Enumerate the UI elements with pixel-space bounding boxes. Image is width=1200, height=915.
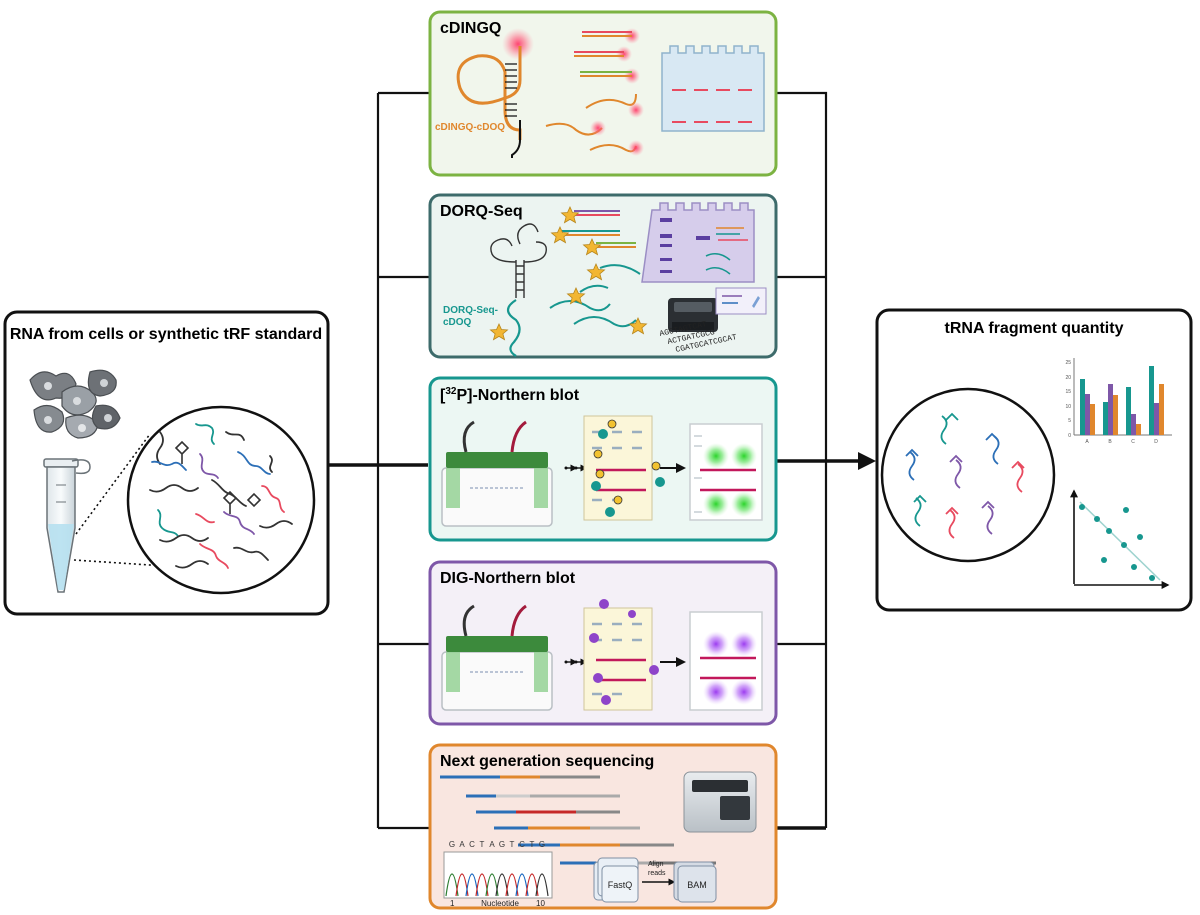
method-dorq-panel: DORQ-Seq DORQ-Seq- cDOQ bbox=[428, 193, 778, 359]
source-panel: RNA from cells or synthetic tRF standard bbox=[3, 310, 330, 616]
cdingq-probe-label: cDINGQ-cDOQ bbox=[435, 122, 505, 133]
bar-y-tick-25: 25 bbox=[1065, 360, 1071, 366]
base-1: G bbox=[449, 840, 455, 849]
method-dig-panel: DIG-Northern blot bbox=[428, 560, 778, 726]
bar-x-tick-d: D bbox=[1154, 439, 1158, 445]
bam-label: BAM bbox=[687, 880, 707, 890]
fastq-file-icon: FastQ bbox=[593, 857, 639, 903]
dorq-gel-illustration bbox=[641, 202, 755, 283]
dorq-trna-illustration bbox=[490, 223, 547, 298]
method-cdingq-title: cDINGQ bbox=[440, 20, 501, 37]
star-icon bbox=[489, 323, 509, 341]
bam-file-icon: BAM bbox=[673, 861, 717, 903]
bar-y-tick-15: 15 bbox=[1065, 389, 1071, 395]
trf-circle bbox=[880, 387, 1056, 563]
method-p32-title: [32P]-Northern blot bbox=[440, 386, 580, 404]
method-p32-title-prefix: [ bbox=[440, 387, 446, 404]
method-dig-title: DIG-Northern blot bbox=[440, 570, 576, 587]
base-9: T bbox=[530, 840, 535, 849]
bar-chart-bars bbox=[1080, 366, 1164, 435]
dorq-probe-label-2: cDOQ bbox=[443, 317, 472, 328]
tube-icon bbox=[43, 458, 91, 593]
ngs-reads bbox=[440, 775, 716, 865]
align-label-1: Align bbox=[648, 861, 664, 868]
dig-result-illustration bbox=[689, 611, 763, 711]
electrophoresis-apparatus-icon bbox=[441, 420, 553, 527]
chromatogram-axis-start: 1 bbox=[450, 899, 455, 908]
dig-membrane-illustration bbox=[583, 599, 659, 711]
base-10: G bbox=[539, 840, 545, 849]
bar-y-tick-0: 0 bbox=[1068, 433, 1071, 439]
bar-y-tick-20: 20 bbox=[1065, 375, 1071, 381]
base-8: C bbox=[519, 840, 525, 849]
dorq-readout-window bbox=[715, 287, 767, 315]
scatter-plot bbox=[1070, 489, 1170, 589]
base-6: G bbox=[499, 840, 505, 849]
bar-y-tick-5: 5 bbox=[1068, 418, 1071, 424]
dorq-probe-label-1: DORQ-Seq- bbox=[443, 305, 498, 316]
electrophoresis-apparatus-icon bbox=[441, 604, 553, 711]
output-arrowhead bbox=[858, 452, 876, 470]
bar-y-tick-10: 10 bbox=[1065, 404, 1071, 410]
bar-x-tick-b: B bbox=[1108, 439, 1112, 445]
rna-zoom-circle bbox=[126, 405, 316, 595]
base-2: A bbox=[459, 840, 465, 849]
base-4: T bbox=[480, 840, 485, 849]
p32-membrane-illustration bbox=[583, 415, 665, 521]
dorq-probe-strand bbox=[506, 299, 521, 357]
bar-chart: 25 20 15 10 5 0 A B C D bbox=[1065, 358, 1172, 445]
chromatogram-illustration: G A C T A G T C T G 1 Nucleotide 10 bbox=[443, 840, 553, 908]
method-p32-title-suffix: P]-Northern blot bbox=[456, 387, 579, 404]
method-dorq-title: DORQ-Seq bbox=[440, 203, 523, 220]
cdingq-gel-illustration bbox=[661, 45, 765, 132]
method-p32-panel: [32P]-Northern blot bbox=[428, 376, 778, 542]
bar-x-tick-a: A bbox=[1085, 439, 1089, 445]
fastq-label: FastQ bbox=[608, 880, 633, 890]
method-p32-title-sup: 32 bbox=[445, 386, 457, 397]
cdingq-probe-illustration: cDINGQ-cDOQ bbox=[435, 28, 644, 158]
connector-lines bbox=[328, 91, 876, 830]
result-panel-title: tRNA fragment quantity bbox=[945, 320, 1124, 337]
method-cdingq-panel: cDINGQ cDINGQ-cDOQ bbox=[428, 10, 778, 177]
sequencer-icon bbox=[683, 771, 757, 833]
base-5: A bbox=[489, 840, 495, 849]
method-ngs-panel: Next generation sequencing G A C T A G T bbox=[428, 743, 778, 910]
chromatogram-axis-end: 10 bbox=[536, 899, 545, 908]
result-panel: tRNA fragment quantity 25 20 bbox=[875, 308, 1193, 612]
sequencer-icon bbox=[668, 298, 718, 332]
dorq-strands bbox=[549, 206, 648, 335]
base-7: T bbox=[510, 840, 515, 849]
method-ngs-title: Next generation sequencing bbox=[440, 753, 654, 770]
source-panel-title: RNA from cells or synthetic tRF standard bbox=[10, 326, 322, 343]
cells-illustration bbox=[29, 369, 121, 439]
base-3: C bbox=[469, 840, 475, 849]
chromatogram-axis-label: Nucleotide bbox=[481, 899, 519, 908]
align-step: Align reads bbox=[642, 861, 676, 886]
bar-x-tick-c: C bbox=[1131, 439, 1135, 445]
p32-result-illustration bbox=[689, 423, 763, 521]
align-label-2: reads bbox=[648, 870, 666, 877]
